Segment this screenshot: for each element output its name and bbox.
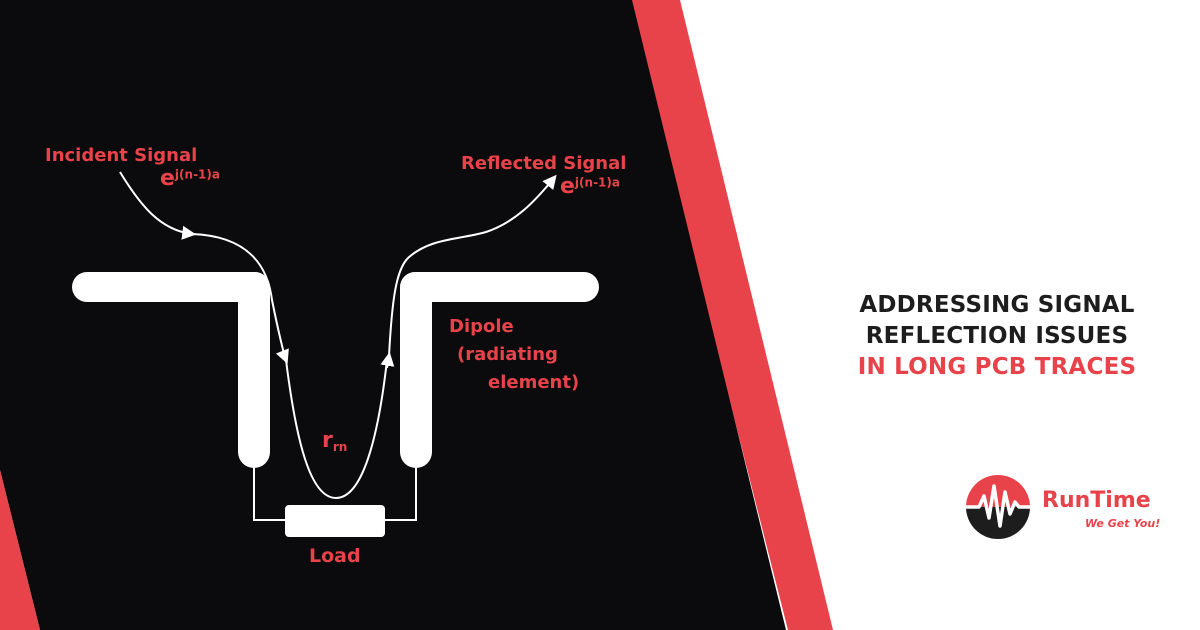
incident-exponent: ej(n-1)a [160,166,220,191]
reflection-coefficient-label: rrn [322,428,347,454]
dipole-arm-left [72,272,270,468]
dipole-label-line2: (radiating [457,344,558,365]
signal-path-up [380,351,395,369]
black-panel [0,0,786,630]
load-label: Load [309,545,361,567]
title-line-3: IN LONG PCB TRACES [857,354,1137,380]
load-wire-right [385,468,417,521]
logo-mark-icon [965,475,1033,539]
dipole-arm-right [400,272,599,468]
load-resistor [285,505,385,537]
logo-tagline: We Get You! [1085,517,1161,530]
incident-exp-sup: j(n-1)a [174,167,220,182]
r-sub: rn [332,440,348,455]
red-stripe-right [628,0,833,630]
dipole-label-line3: element) [488,372,580,393]
signal-path-u [285,359,388,500]
logo-name: RunTime [1042,488,1151,513]
red-stripe-left [0,470,40,630]
reflected-exp-sup: j(n-1)a [574,175,620,190]
r-base: r [322,428,333,453]
page-title: ADDRESSING SIGNAL REFLECTION ISSUES IN L… [832,290,1162,383]
title-line-2: REFLECTION ISSUES [865,323,1129,349]
title-line-1: ADDRESSING SIGNAL [859,292,1135,318]
dipole-diagram [72,171,599,537]
dipole-label: Dipole [449,316,514,337]
incident-signal-curve-2 [191,233,289,364]
load-wire-left [253,468,286,521]
reflected-signal-curve [388,174,557,357]
reflected-signal-label: Reflected Signal [461,153,627,174]
reflected-exp-base: e [560,174,575,199]
reflected-exponent: ej(n-1)a [560,174,620,199]
runtime-logo: RunTime We Get You! [965,474,1165,540]
incident-signal-label: Incident Signal [45,145,198,166]
incident-signal-curve [119,171,197,240]
incident-exp-base: e [160,166,175,191]
